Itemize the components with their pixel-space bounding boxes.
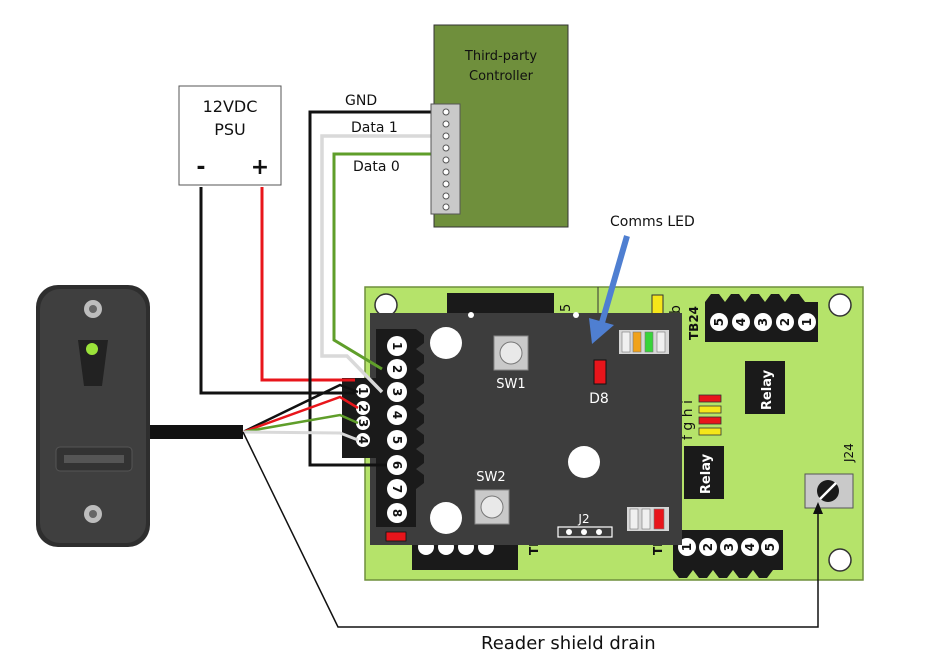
tb24-pin: 3 xyxy=(756,318,770,326)
terminal-pin: 6 xyxy=(390,461,404,469)
terminal-mid-pin: 4 xyxy=(356,436,370,444)
psu-minus: - xyxy=(196,155,205,180)
terminal-block-mid: 1 2 3 4 xyxy=(342,378,376,458)
controller-title-line1: Third-party xyxy=(464,49,538,64)
controller-terminal-pins xyxy=(442,108,450,211)
psu-title-line2: PSU xyxy=(214,120,246,139)
relay-2-label: Relay xyxy=(699,453,714,494)
bottom-right-pin: 2 xyxy=(701,543,715,551)
terminal-pin: 5 xyxy=(390,436,404,444)
wires xyxy=(148,110,823,628)
tb24-pin: 5 xyxy=(712,318,726,326)
bottom-right-pin: 5 xyxy=(763,543,777,551)
psu-title-line1: 12VDC xyxy=(203,97,258,116)
tb24-pin: 2 xyxy=(778,318,792,326)
five-label: 5 xyxy=(559,304,574,312)
j2-label: J2 xyxy=(577,512,589,526)
terminal-mid-pin: 2 xyxy=(356,404,370,412)
controller-box: Third-party Controller xyxy=(430,24,569,228)
shield-drain-label: Reader shield drain xyxy=(481,633,656,654)
wire-data1-label: Data 1 xyxy=(351,120,398,136)
tb24-label: TB24 xyxy=(687,306,701,340)
wire-data0-label: Data 0 xyxy=(353,159,400,175)
terminal-pin: 8 xyxy=(390,509,404,517)
fghi-label: f g h i xyxy=(680,400,696,440)
j24-label: J24 xyxy=(842,443,856,463)
tb24-pin: 1 xyxy=(800,318,814,326)
terminal-mid-pin: 3 xyxy=(356,419,370,427)
terminal-pin: 4 xyxy=(390,411,404,419)
comms-led-arrow xyxy=(589,235,630,344)
terminal-mid-pin: 1 xyxy=(356,387,370,395)
wire-gnd-label: GND xyxy=(345,93,377,109)
card-reader xyxy=(36,285,150,547)
bottom-right-pin: 3 xyxy=(722,543,736,551)
terminal-pin: 7 xyxy=(390,485,404,493)
terminal-pin: 3 xyxy=(390,388,404,396)
sw1-label: SW1 xyxy=(496,377,525,392)
psu-plus: + xyxy=(251,155,269,180)
bottom-right-pins: 1 2 3 4 5 xyxy=(678,538,779,556)
bottom-right-pin: 1 xyxy=(680,543,694,551)
comms-led-label: Comms LED xyxy=(610,214,695,230)
relay-1-label: Relay xyxy=(760,369,775,410)
d8-label: D8 xyxy=(589,391,609,407)
terminal-pin: 2 xyxy=(390,365,404,373)
psu-box: 12VDC PSU - + xyxy=(178,85,282,186)
terminal-block-left: 1 2 3 4 5 6 7 8 xyxy=(376,329,424,527)
controller-title-line2: Controller xyxy=(469,69,534,84)
sw2-label: SW2 xyxy=(476,470,505,485)
daughter-board: SW1 SW2 D8 J2 xyxy=(370,312,682,545)
b-label: b xyxy=(668,305,684,314)
bottom-right-pin: 4 xyxy=(743,543,757,551)
terminal-pin: 1 xyxy=(390,342,404,350)
tb24-pin: 4 xyxy=(734,318,748,326)
tb24-pins: 5 4 3 2 1 xyxy=(710,313,816,331)
